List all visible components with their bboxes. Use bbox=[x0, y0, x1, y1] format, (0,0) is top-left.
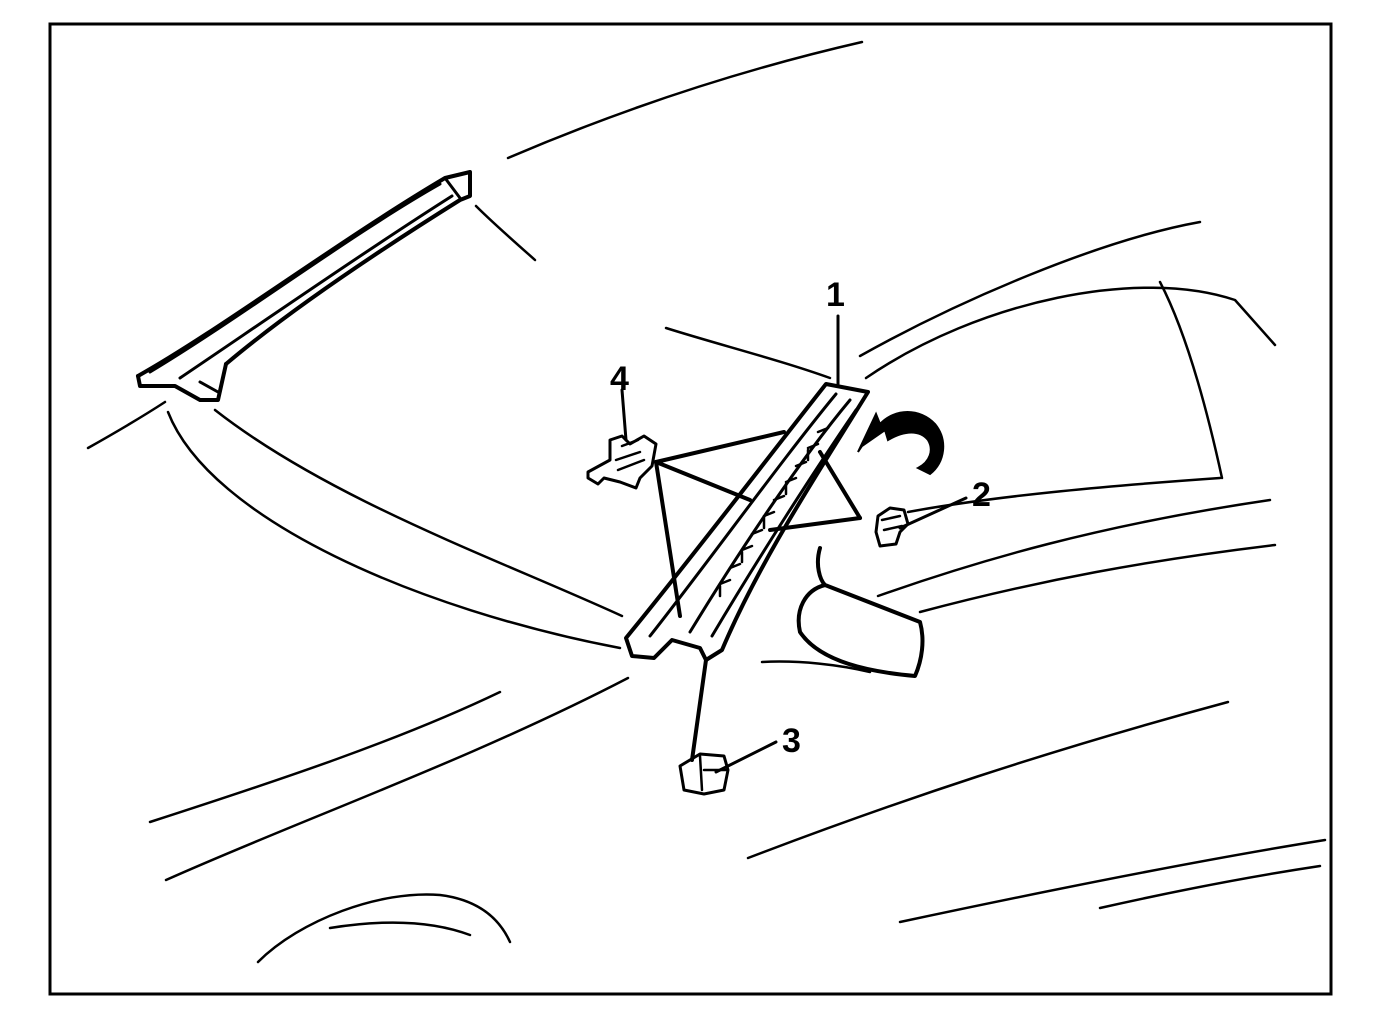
vehicle-body-lines bbox=[86, 40, 1327, 964]
callout-3: 3 bbox=[782, 722, 801, 760]
side-mirror bbox=[760, 546, 925, 678]
diagram-frame bbox=[48, 22, 1333, 996]
removed-pillar-trim bbox=[136, 170, 472, 402]
installed-pillar-trim bbox=[624, 382, 870, 662]
callout-1: 1 bbox=[826, 276, 845, 314]
callout-leaders bbox=[620, 314, 968, 774]
clip-4 bbox=[586, 434, 658, 490]
callout-4: 4 bbox=[610, 360, 629, 398]
leader-lines bbox=[654, 430, 862, 762]
rotation-arrow-icon bbox=[857, 411, 945, 476]
callout-2: 2 bbox=[972, 476, 991, 514]
clip-3 bbox=[678, 752, 730, 796]
clip-2 bbox=[874, 506, 910, 548]
